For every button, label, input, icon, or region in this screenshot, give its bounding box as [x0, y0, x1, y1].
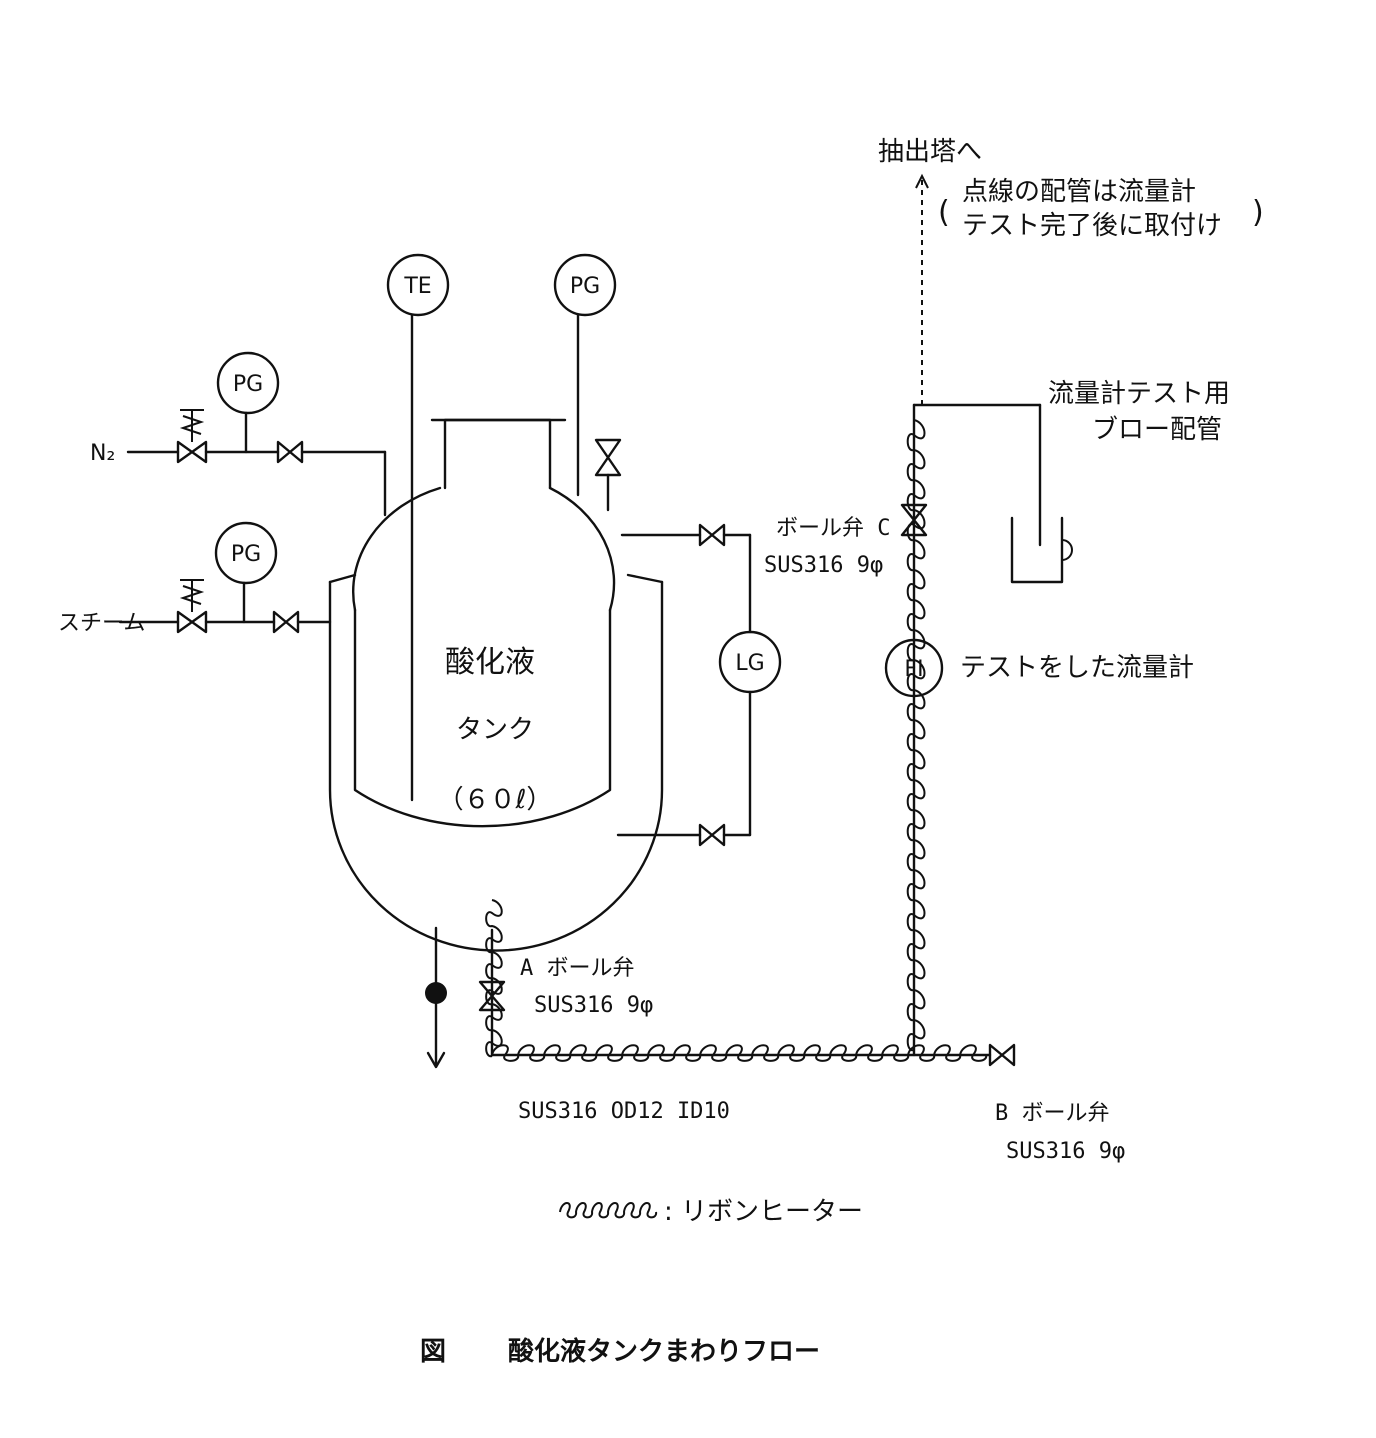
dashed-pipe-to-extractor [915, 173, 929, 405]
heater-coil-a [485, 899, 503, 1058]
flowmeter-label: テストをした流量計 [960, 653, 1194, 683]
blow-label-2: ブロー配管 [1092, 415, 1222, 445]
pg-n2-label: PG [233, 372, 263, 397]
legend-coil-path [559, 1202, 658, 1219]
note-bracket-left: ( [938, 195, 950, 230]
blow-label-1: 流量計テスト用 [1048, 379, 1230, 409]
ribbon-heater-legend-icon [559, 1202, 658, 1219]
note-line-2: テスト完了後に取付け [962, 211, 1222, 241]
pg-steam-label: PG [231, 542, 261, 567]
caption-title: 酸化液タンクまわりフロー [508, 1337, 820, 1367]
to-extractor-label: 抽出塔へ [878, 137, 982, 167]
legend-label: : リボンヒーター [664, 1197, 863, 1227]
pressure-gauge-top [553, 253, 617, 497]
tank-label-3: （６０ℓ） [438, 785, 553, 815]
valve-c-label: ボール弁 C [776, 516, 891, 541]
n2-line [126, 351, 387, 517]
blow-piping [912, 403, 1073, 584]
note-bracket-right: ) [1252, 195, 1264, 230]
lg-label: LG [735, 651, 764, 676]
valve-a-label: A ボール弁 [520, 956, 635, 981]
level-gauge [616, 523, 782, 847]
pg-top-label: PG [570, 274, 600, 299]
heater-coil-horizontal [491, 1044, 988, 1062]
vent-valve [594, 438, 622, 512]
n2-label: N₂ [90, 441, 115, 466]
steam-line [118, 521, 332, 634]
steam-label: スチーム [58, 611, 145, 636]
steam-trap-icon [425, 982, 447, 1004]
tank-label-1: 酸化液 [445, 645, 535, 680]
temperature-element [386, 253, 450, 802]
te-label: TE [403, 274, 431, 299]
pipe-spec-label: SUS316 OD12 ID10 [518, 1099, 730, 1124]
caption-fig: 図 [420, 1337, 446, 1367]
heater-coil-c [906, 419, 926, 1052]
valve-a-spec: SUS316 9φ [534, 993, 653, 1018]
oxidation-liquid-tank [328, 418, 664, 1069]
ribbon-heater [485, 419, 988, 1062]
note-line-1: 点線の配管は流量計 [962, 177, 1196, 207]
valve-c-spec: SUS316 9φ [764, 553, 883, 578]
valve-b-label: B ボール弁 [995, 1101, 1110, 1126]
tank-label-2: タンク [456, 715, 534, 745]
valve-b-spec: SUS316 9φ [1006, 1139, 1125, 1164]
bottom-piping [478, 403, 1016, 1067]
